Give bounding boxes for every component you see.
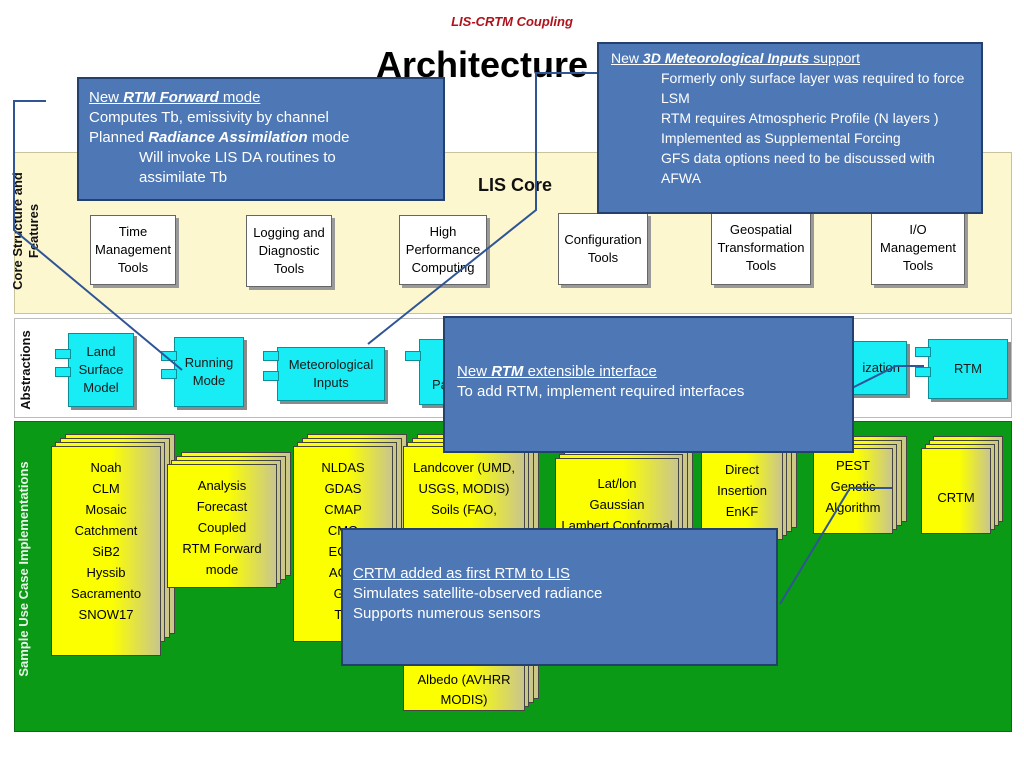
tool-label: I/O Management Tools (880, 222, 956, 273)
stack-front-sheet: CRTM (921, 448, 991, 534)
core-title: LIS Core (478, 175, 553, 195)
callout-line: To add RTM, implement required interface… (457, 383, 745, 400)
high-performance-computing: High Performance Computing (399, 215, 487, 285)
component-tab (915, 367, 931, 377)
core-band-label: Core Structure and Features (10, 172, 41, 290)
callout-line: New RTM extensible interface (457, 362, 840, 382)
callout-text-emphasis: 3D Meteorological Inputs (642, 50, 810, 66)
component-label: RTM (954, 361, 982, 376)
component-label: ization (862, 360, 900, 375)
callout-rtm-interface: New RTM extensible interface To add RTM,… (443, 316, 854, 453)
component-label: Land Surface Model (78, 344, 124, 395)
stack-label: Albedo (AVHRR MODIS) (417, 672, 511, 707)
component-partial-right: ization (851, 341, 907, 395)
component-meteorological-inputs: Meteorological Inputs (277, 347, 385, 401)
callout-text: Planned (89, 129, 149, 146)
callout-text-emphasis: Radiance Assimilation (148, 129, 308, 146)
callout-line: New 3D Meteorological Inputs support (611, 48, 969, 68)
logging-diagnostic-tools: Logging and Diagnostic Tools (246, 215, 332, 287)
callout-line: Planned Radiance Assimilation mode (89, 128, 433, 148)
time-management-tools: Time Management Tools (90, 215, 176, 285)
callout-line: GFS data options need to be discussed wi… (661, 150, 935, 186)
callout-line: Will invoke LIS DA routines to assimilat… (139, 149, 336, 186)
abstractions-band-label: Abstractions (18, 330, 33, 410)
stack-front-sheet: PEST Genetic Algorithm (813, 448, 893, 534)
geospatial-transformation-tools: Geospatial Transformation Tools (711, 211, 811, 285)
tool-label: High Performance Computing (405, 224, 481, 275)
stack-label: Direct Insertion EnKF (717, 462, 767, 519)
callout-line: Computes Tb, emissivity by channel (89, 109, 329, 126)
stack-label: Landcover (UMD, USGS, MODIS) Soils (FAO, (413, 460, 515, 517)
io-management-tools: I/O Management Tools (871, 211, 965, 285)
tool-label: Logging and Diagnostic Tools (253, 225, 325, 276)
callout-text-emphasis: RTM (491, 363, 524, 380)
component-tab (161, 369, 177, 379)
callout-line: Formerly only surface layer was required… (661, 70, 965, 106)
component-tab (55, 367, 71, 377)
slide-subtitle: LIS-CRTM Coupling (451, 14, 573, 29)
stack-label: Lat/lon Gaussian Lambert Conformal (561, 476, 673, 533)
component-tab (405, 351, 421, 361)
stack-label: PEST Genetic Algorithm (825, 458, 881, 515)
callout-line: Implemented as Supplemental Forcing (661, 130, 901, 146)
component-tab (915, 347, 931, 357)
component-tab (161, 351, 177, 361)
stack-front-sheet: Analysis Forecast Coupled RTM Forward mo… (167, 464, 277, 588)
callout-text: mode (307, 129, 350, 146)
callout-line: Supports numerous sensors (353, 605, 541, 622)
stack-front-sheet: Noah CLM Mosaic Catchment SiB2 Hyssib Sa… (51, 446, 161, 656)
component-tab (55, 349, 71, 359)
callout-rtm-forward: New RTM Forward mode Computes Tb, emissi… (77, 77, 445, 201)
callout-text: New (457, 363, 492, 380)
callout-text: New (611, 50, 643, 66)
callout-text: mode (218, 89, 261, 106)
stack-label: Analysis Forecast Coupled RTM Forward mo… (182, 478, 262, 577)
tool-label: Configuration Tools (564, 232, 642, 265)
callout-met-inputs: New 3D Meteorological Inputs support For… (597, 42, 983, 214)
callout-line: Simulates satellite-observed radiance (353, 585, 603, 602)
component-rtm: RTM (928, 339, 1008, 399)
component-land-surface-model: Land Surface Model (68, 333, 134, 407)
component-label: Meteorological Inputs (288, 357, 374, 390)
callout-line: CRTM added as first RTM to LIS (353, 565, 571, 582)
component-running-mode: Running Mode (174, 337, 244, 407)
callout-crtm: CRTM added as first RTM to LIS Simulates… (341, 528, 778, 666)
sample-band-label: Sample Use Case Implementations (16, 461, 31, 677)
stack-label: CRTM (937, 490, 975, 505)
component-tab (263, 351, 279, 361)
component-label: Running Mode (184, 355, 234, 388)
stack-front-sheet: Direct Insertion EnKF (701, 452, 783, 540)
callout-text-emphasis: RTM Forward (123, 89, 219, 106)
callout-text: extensible interface (523, 363, 657, 380)
stack-label: Noah CLM Mosaic Catchment SiB2 Hyssib Sa… (70, 460, 142, 622)
callout-text: New (89, 89, 124, 106)
tool-label: Time Management Tools (95, 224, 171, 275)
callout-text: support (809, 50, 860, 66)
configuration-tools: Configuration Tools (558, 213, 648, 285)
callout-line: New RTM Forward mode (89, 88, 433, 108)
callout-line: RTM requires Atmospheric Profile (N laye… (661, 110, 939, 126)
component-tab (263, 371, 279, 381)
tool-label: Geospatial Transformation Tools (717, 222, 805, 273)
stack-bottom-label: Albedo (AVHRR MODIS) (403, 670, 525, 710)
